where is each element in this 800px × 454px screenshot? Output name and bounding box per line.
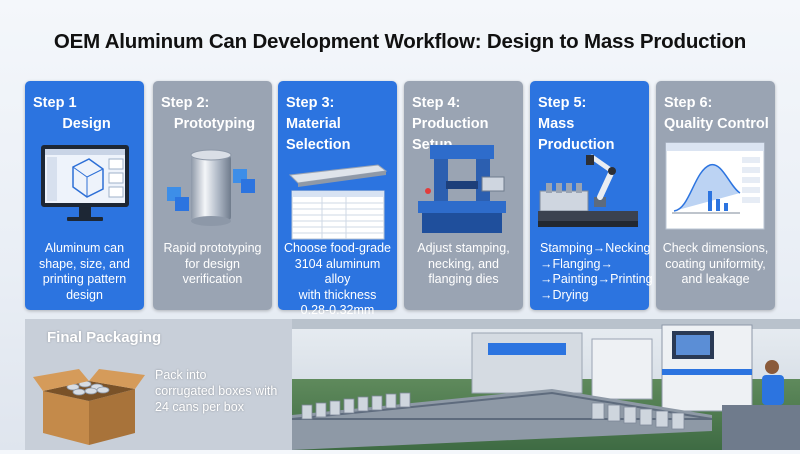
quality-chart-icon [664,141,767,241]
step-card-material-selection[interactable]: Step 3: Material Selection Choose food-g… [278,81,397,317]
step-card-quality-control[interactable]: Step 6: Quality Control Check dimensions… [656,81,775,310]
step-description: Stamping→Necking→Flanging→→Painting→Prin… [540,241,653,302]
step-title: Mass Production [538,116,615,153]
aluminum-sheet-icon [286,141,389,241]
stamping-press-icon [412,141,515,241]
step-number: Step 4: [412,95,461,111]
final-packaging-title: Final Packaging [47,329,162,346]
step-number: Step 3: [286,95,335,111]
factory-line-photo [292,319,800,450]
cardboard-box-icon [33,357,145,454]
prototype-can-icon [161,141,264,241]
step-number: Step 1 [33,95,77,111]
page-title: OEM Aluminum Can Development Workflow: D… [53,30,747,53]
step-title: Material Selection [286,116,351,153]
step-title: Prototyping [173,116,256,132]
step-number: Step 6: [664,95,713,111]
step-number: Step 5: [538,95,587,111]
step-title: Quality Control [664,116,769,132]
step-card-mass-production[interactable]: Step 5: Mass Production Stamping→Necking… [530,81,653,310]
step-number: Step 2: [161,95,210,111]
step-title: Design [62,116,111,132]
step-description: Check dimensions,coating uniformity,and … [662,241,769,286]
step-card-production-setup[interactable]: Step 4: Production Setup Adjust stamping… [404,81,523,310]
robot-arm-line-icon [538,141,641,241]
computer-cad-icon [33,141,136,241]
